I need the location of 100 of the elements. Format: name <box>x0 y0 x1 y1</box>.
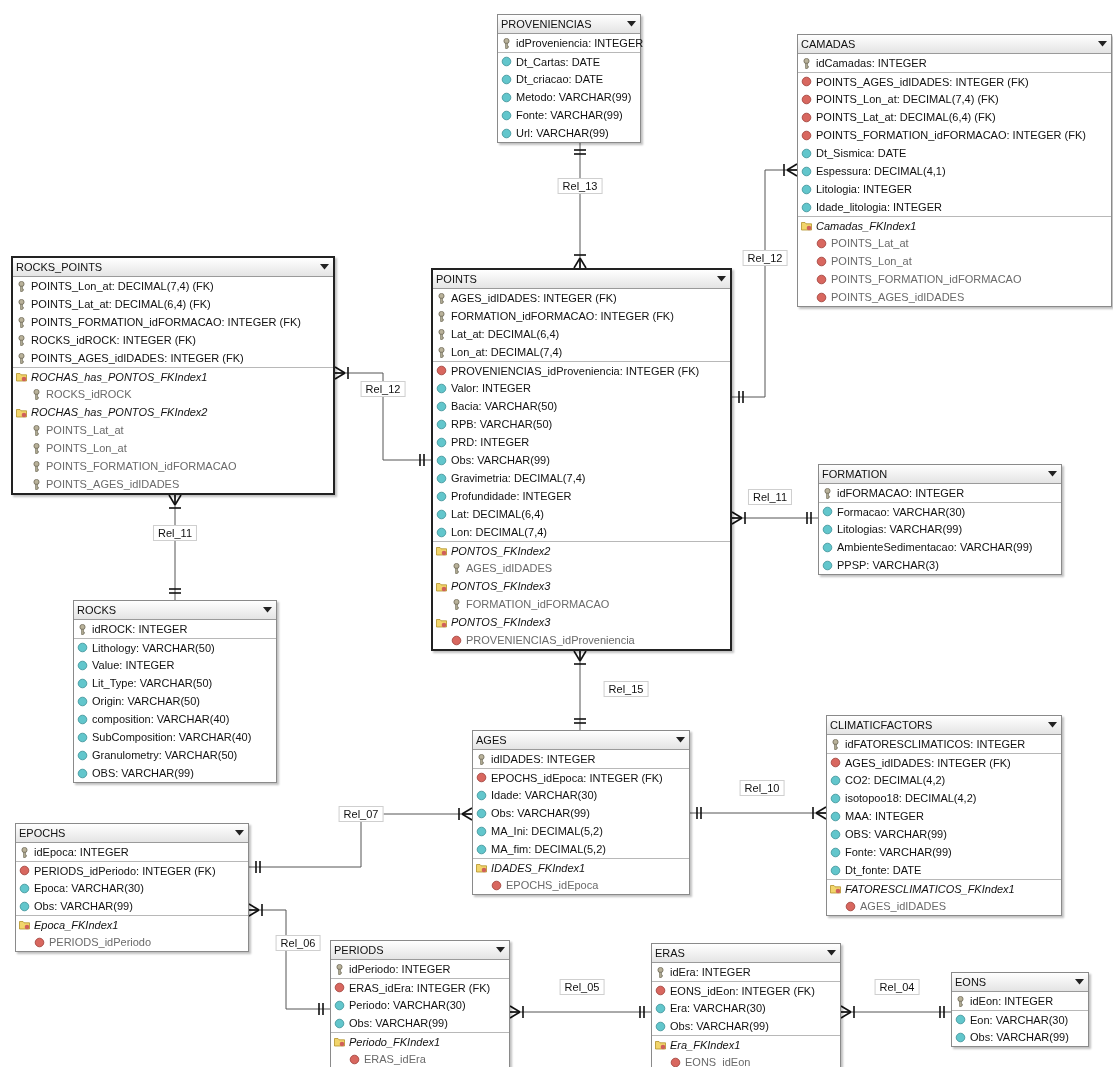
column-definition: Obs: VARCHAR(99) <box>670 1020 769 1032</box>
column-definition: Fonte: VARCHAR(99) <box>516 109 623 121</box>
column-definition: idROCK: INTEGER <box>92 623 188 635</box>
relationship-line <box>334 366 432 466</box>
table-title: ROCKS <box>77 604 117 616</box>
relationship-line <box>731 511 819 525</box>
column-definition: Lon_at: DECIMAL(7,4) <box>451 346 563 358</box>
column-definition: Epoca: VARCHAR(30) <box>34 882 144 894</box>
column-definition: EPOCHS_idEpoca: INTEGER (FK) <box>491 771 663 784</box>
edge-label: Rel_12 <box>360 381 406 397</box>
column-definition: idPeriodo: INTEGER <box>349 963 451 975</box>
edge-label: Rel_12 <box>742 250 788 266</box>
column-definition: Obs: VARCHAR(99) <box>970 1031 1069 1043</box>
column-definition: ROCKS_idROCK: INTEGER (FK) <box>31 334 197 346</box>
column-definition: POINTS_Lat_at: DECIMAL(6,4) (FK) <box>816 111 996 123</box>
relationship-line <box>509 1005 652 1019</box>
column-definition: Era: VARCHAR(30) <box>670 1002 766 1014</box>
table-box <box>15 823 249 952</box>
column-definition: idEon: INTEGER <box>970 995 1054 1007</box>
edge-label: Rel_11 <box>153 525 197 541</box>
table-box <box>951 972 1089 1047</box>
column-definition: Obs: VARCHAR(99) <box>349 1017 448 1029</box>
column-definition: FORMATION_idFORMACAO: INTEGER (FK) <box>451 310 674 322</box>
column-definition: Eon: VARCHAR(30) <box>970 1013 1069 1026</box>
column-definition: idFATORESCLIMATICOS: INTEGER <box>845 738 1026 750</box>
column-definition: Bacia: VARCHAR(50) <box>451 400 558 412</box>
column-definition: PRD: INTEGER <box>451 436 530 448</box>
column-definition: Value: INTEGER <box>92 659 175 671</box>
table-title: PROVENIENCIAS <box>501 18 592 30</box>
column-definition: Formacao: VARCHAR(30) <box>837 505 966 518</box>
table-title: AGES <box>476 734 507 746</box>
column-definition: Obs: VARCHAR(99) <box>451 454 550 466</box>
table-box <box>818 464 1062 575</box>
edge-label: Rel_10 <box>739 780 785 796</box>
index-name: PONTOS_FKIndex2 <box>451 544 551 557</box>
column-definition: POINTS_FORMATION_idFORMACAO: INTEGER (FK) <box>816 129 1086 141</box>
column-definition: Lat: DECIMAL(6,4) <box>451 508 544 520</box>
table-box <box>826 715 1062 916</box>
index-column: PROVENIENCIAS_idProveniencia <box>466 634 635 646</box>
column-definition: EONS_idEon: INTEGER (FK) <box>670 984 815 997</box>
column-definition: Idade_litologia: INTEGER <box>816 201 942 213</box>
index-name: IDADES_FKIndex1 <box>491 861 586 874</box>
relationship-line <box>840 1005 952 1019</box>
index-column: AGES_idIDADES <box>466 562 553 574</box>
column-definition: Espessura: DECIMAL(4,1) <box>816 165 946 177</box>
column-definition: PROVENIENCIAS_idProveniencia: INTEGER (FK) <box>451 364 700 377</box>
column-definition: POINTS_Lon_at: DECIMAL(7,4) (FK) <box>31 280 214 292</box>
index-name: FATORESCLIMATICOS_FKIndex1 <box>845 882 1015 895</box>
relationship-line <box>573 142 587 269</box>
column-definition: Litologias: VARCHAR(99) <box>837 523 963 535</box>
table-title: ROCKS_POINTS <box>16 261 103 273</box>
index-column: ROCKS_idROCK <box>46 388 132 400</box>
column-definition: Url: VARCHAR(99) <box>516 127 609 139</box>
column-definition: Lat_at: DECIMAL(6,4) <box>451 328 560 340</box>
index-name: Camadas_FKIndex1 <box>816 219 917 232</box>
column-definition: Lit_Type: VARCHAR(50) <box>92 677 213 689</box>
table-title: CLIMATICFACTORS <box>830 719 933 731</box>
column-definition: AGES_idIDADES: INTEGER (FK) <box>451 292 617 304</box>
edge-label: Rel_13 <box>557 178 603 194</box>
column-definition: isotopoo18: DECIMAL(4,2) <box>845 792 977 804</box>
edge-label: Rel_07 <box>338 806 384 822</box>
column-definition: Periodo: VARCHAR(30) <box>349 999 466 1011</box>
table-title: PERIODS <box>334 944 384 956</box>
column-definition: MA_Ini: DECIMAL(5,2) <box>491 825 603 837</box>
relationship-line <box>248 807 473 873</box>
column-definition: OBS: VARCHAR(99) <box>92 767 194 779</box>
column-definition: Lithology: VARCHAR(50) <box>92 641 215 654</box>
table-box <box>330 940 510 1067</box>
edge-label: Rel_11 <box>748 489 792 505</box>
column-definition: idIDADES: INTEGER <box>491 753 596 765</box>
index-name: PONTOS_FKIndex3 <box>451 616 551 628</box>
column-definition: MAA: INTEGER <box>845 810 924 822</box>
column-definition: Dt_fonte: DATE <box>845 864 922 876</box>
column-definition: AGES_idIDADES: INTEGER (FK) <box>845 756 1011 769</box>
column-definition: Litologia: INTEGER <box>816 183 912 195</box>
index-name: Epoca_FKIndex1 <box>34 918 119 931</box>
column-definition: Dt_criacao: DATE <box>516 73 604 85</box>
table-box <box>73 600 277 783</box>
column-definition: ERAS_idEra: INTEGER (FK) <box>349 981 491 994</box>
column-definition: Granulometry: VARCHAR(50) <box>92 749 238 761</box>
column-definition: idFORMACAO: INTEGER <box>837 487 965 499</box>
index-column: AGES_idIDADES <box>860 900 947 912</box>
column-definition: PPSP: VARCHAR(3) <box>837 559 939 571</box>
index-column: POINTS_Lon_at <box>831 255 912 267</box>
column-definition: Dt_Sismica: DATE <box>816 147 907 159</box>
column-definition: POINTS_FORMATION_idFORMACAO: INTEGER (FK) <box>31 316 301 328</box>
table-box <box>431 268 732 651</box>
column-definition: PERIODS_idPeriodo: INTEGER (FK) <box>34 864 216 877</box>
index-name: ROCHAS_has_PONTOS_FKIndex1 <box>31 370 208 383</box>
table-title: CAMADAS <box>801 38 856 50</box>
table-box <box>651 943 841 1067</box>
column-definition: POINTS_AGES_idIDADES: INTEGER (FK) <box>31 352 244 364</box>
table-title: FORMATION <box>822 468 888 480</box>
relationship-line <box>573 650 587 731</box>
column-definition: AmbienteSedimentacao: VARCHAR(99) <box>837 541 1033 553</box>
relationship-line <box>689 806 827 820</box>
column-definition: idEpoca: INTEGER <box>34 846 129 858</box>
index-column: ERAS_idEra <box>364 1053 426 1065</box>
column-definition: OBS: VARCHAR(99) <box>845 828 947 840</box>
index-name: Era_FKIndex1 <box>670 1038 741 1051</box>
